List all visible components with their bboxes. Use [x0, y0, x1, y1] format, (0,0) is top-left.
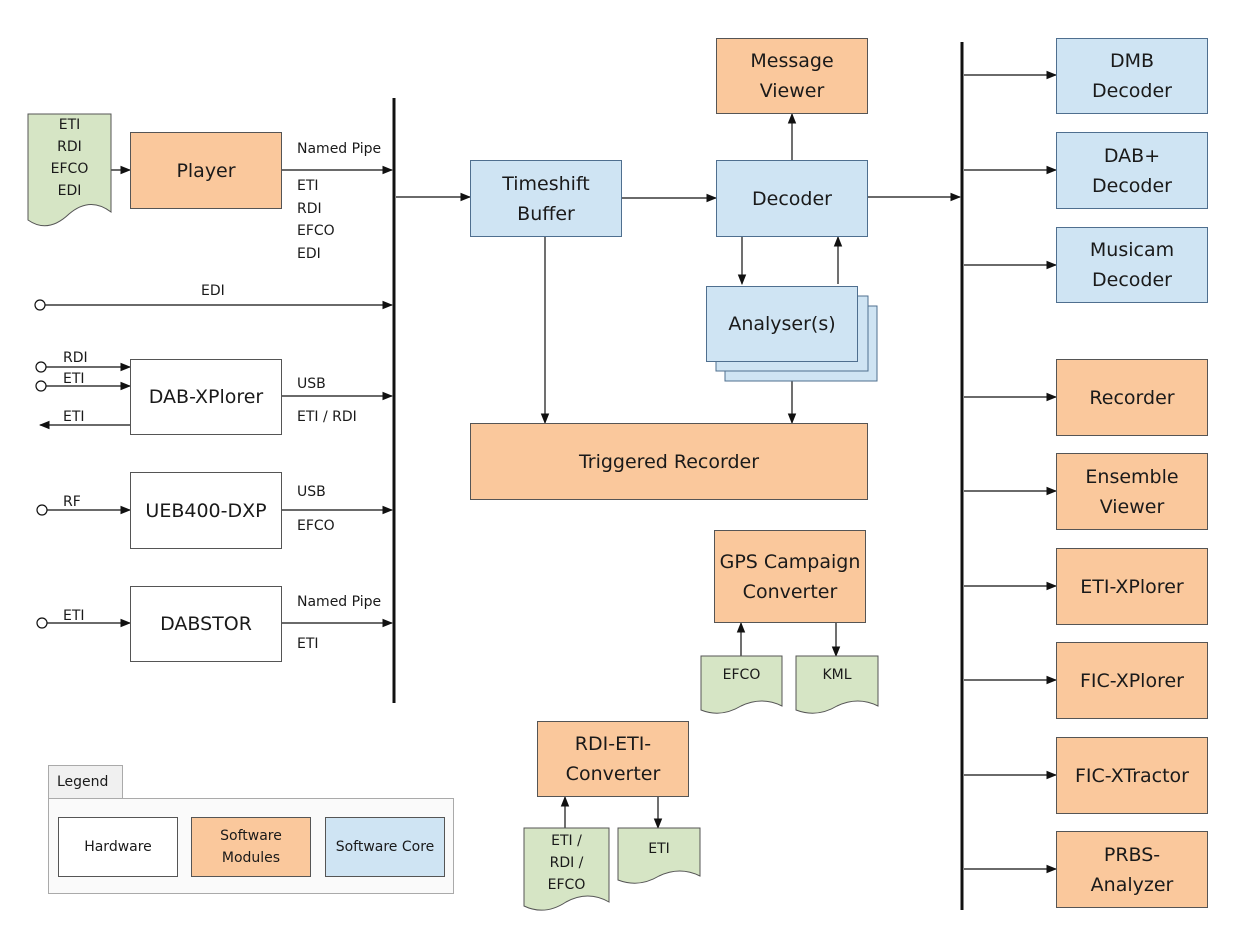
legend-title: Legend — [48, 765, 123, 799]
dmb-decoder: DMB Decoder — [1056, 38, 1208, 114]
player-input-document-shape — [27, 113, 112, 227]
eti-rdi-efco-document: ETI / RDI / EFCO — [547, 833, 586, 893]
eti-document: ETI — [648, 841, 670, 857]
player-input-document: ETI RDI EFCO EDI — [50, 117, 89, 199]
ueb-formats-label: EFCO — [297, 518, 335, 534]
dabx-formats-label: ETI / RDI — [297, 409, 357, 425]
kml-document-shape — [795, 655, 879, 714]
message-viewer-module: Message Viewer — [716, 38, 868, 114]
eti-out-label: ETI — [63, 409, 85, 425]
dabstor-hardware: DABSTOR — [130, 586, 282, 662]
eti-xplorer-module: ETI-XPlorer — [1056, 548, 1208, 625]
dabx-usb-label: USB — [297, 376, 326, 392]
kml-document: KML — [822, 667, 852, 683]
dab-xplorer-hardware: DAB-XPlorer — [130, 359, 282, 435]
rf-input-terminal — [36, 504, 48, 516]
rdi-input-terminal — [35, 361, 47, 373]
triggered-recorder-module: Triggered Recorder — [470, 423, 868, 500]
analysers: Analyser(s) — [706, 286, 858, 362]
musicam-decoder: Musicam Decoder — [1056, 227, 1208, 303]
legend-software-modules: Software Modules — [191, 817, 311, 877]
edi-input-terminal — [34, 299, 46, 311]
legend-hardware: Hardware — [58, 817, 178, 877]
rdi-in-label: RDI — [63, 350, 88, 366]
ueb-usb-label: USB — [297, 484, 326, 500]
legend-software-core: Software Core — [325, 817, 445, 877]
eti-document-shape — [617, 827, 701, 884]
edi-line-label: EDI — [201, 283, 225, 299]
efco-document-shape — [700, 655, 783, 714]
dabstor-eti-terminal — [36, 617, 48, 629]
dabstor-eti-in-label: ETI — [63, 608, 85, 624]
rf-in-label: RF — [63, 494, 81, 510]
efco-document: EFCO — [722, 667, 761, 683]
dabstor-formats-label: ETI — [297, 636, 319, 652]
timeshift-buffer: Timeshift Buffer — [470, 160, 622, 237]
eti-rdi-efco-document-shape — [523, 827, 610, 911]
ueb400-dxp-hardware: UEB400-DXP — [130, 472, 282, 549]
legend: Hardware Software Modules Software Core — [48, 798, 454, 894]
decoder: Decoder — [716, 160, 868, 237]
eti-input-terminal — [35, 380, 47, 392]
prbs-analyzer-module: PRBS- Analyzer — [1056, 831, 1208, 908]
ensemble-viewer-module: Ensemble Viewer — [1056, 453, 1208, 530]
rdi-eti-converter-module: RDI-ETI- Converter — [537, 721, 689, 797]
eti-in-label: ETI — [63, 371, 85, 387]
dab-plus-decoder: DAB+ Decoder — [1056, 132, 1208, 209]
gps-campaign-converter-module: GPS Campaign Converter — [714, 530, 866, 623]
recorder-module: Recorder — [1056, 359, 1208, 436]
player-formats-label: ETI RDI EFCO EDI — [297, 178, 335, 262]
fic-xplorer-module: FIC-XPlorer — [1056, 642, 1208, 719]
player-module: Player — [130, 132, 282, 209]
fic-xtractor-module: FIC-XTractor — [1056, 737, 1208, 814]
player-named-pipe-label: Named Pipe — [297, 141, 382, 157]
dabstor-named-pipe-label: Named Pipe — [297, 594, 382, 610]
